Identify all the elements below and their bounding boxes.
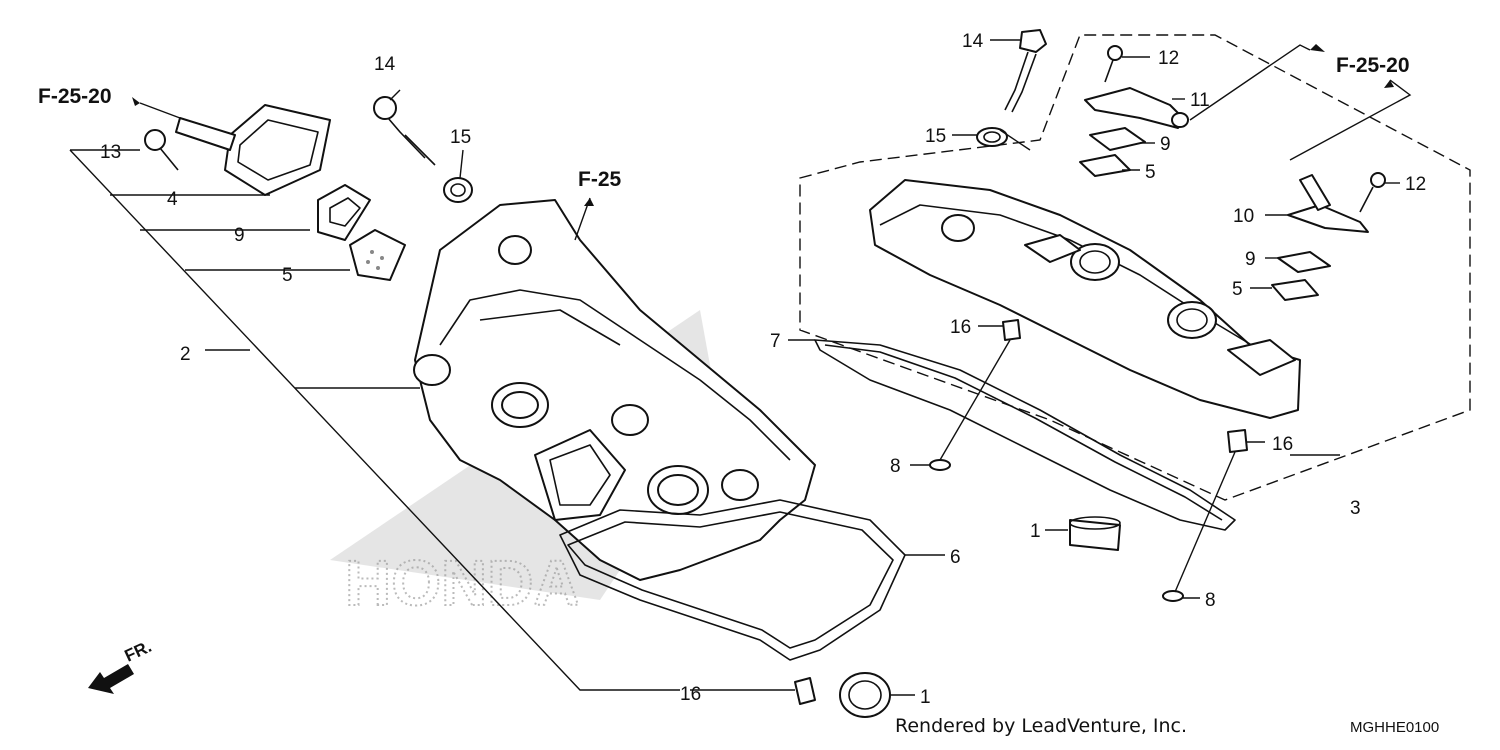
seal-9-right-top [1089,127,1146,151]
callout-2: 2 [180,344,191,365]
bolt-12-right [1359,172,1386,213]
callout-11: 11 [1190,90,1210,111]
washer-15-right [976,127,1008,147]
seal-8-left [929,459,951,471]
front-arrow: FR. [88,637,155,694]
left-gasket [559,499,906,661]
callout-9-left: 9 [234,225,245,246]
front-marker: FR. [122,637,155,666]
callout-7: 7 [770,331,781,352]
right-leader-lines [788,39,1412,599]
plate-left-5 [349,229,406,281]
callout-9-right-top: 9 [1160,134,1171,155]
seal-9-right [1277,251,1331,273]
callout-5-right-top: 5 [1145,162,1156,183]
bolt-13 [144,129,179,171]
callout-15-left: 15 [450,127,471,148]
seal-1-right [1069,516,1121,551]
callout-16-mid: 16 [950,317,971,338]
callout-16-bottom: 16 [680,684,701,705]
dowel-16-right [1227,429,1248,453]
ref-f25-left: F-25 [578,168,622,191]
callout-8-bottom: 8 [1205,590,1216,611]
breather-cover-left [175,104,331,196]
dowel-16-bottom [794,677,816,705]
callout-12-top: 12 [1158,48,1179,69]
callout-4: 4 [167,189,178,210]
watermark: HONDA [345,547,580,619]
callout-5-right: 5 [1232,279,1243,300]
callout-14-left: 14 [374,54,396,75]
right-cylinder-head-cover [869,179,1301,419]
callout-6: 6 [950,547,961,568]
callout-14-right: 14 [962,31,984,52]
callout-9-right: 9 [1245,249,1256,270]
callout-8-left: 8 [890,456,901,477]
seal-8-bottom [1162,590,1184,602]
callout-16-right: 16 [1272,434,1293,455]
breather-cover-10 [1287,174,1369,233]
breather-cover-11 [1084,87,1189,129]
seal-left-9 [317,184,371,241]
callout-10: 10 [1233,206,1254,227]
bolt-14-left [373,96,436,166]
washer-15-left [443,177,473,203]
callout-5-left: 5 [282,265,293,286]
bolt-14-right [1004,29,1047,113]
ref-f2520-left: F-25-20 [38,85,112,108]
credit-text: Rendered by LeadVenture, Inc. [895,715,1187,737]
callout-3: 3 [1350,498,1361,519]
reference-arrows [132,44,1394,206]
callout-12-right: 12 [1405,174,1426,195]
left-cylinder-head-cover [413,199,816,581]
left-bracket-lines [69,149,680,691]
callout-15-right: 15 [925,126,946,147]
callout-1-bottom: 1 [920,687,931,708]
diagram-code: MGHHE0100 [1350,719,1439,736]
right-bracket-lines [799,34,1471,501]
plate-5-right [1271,279,1319,301]
seal-1-bottom [839,672,891,718]
bolt-12-top [1104,45,1123,83]
callout-1-right: 1 [1030,521,1041,542]
ref-f2520-right: F-25-20 [1336,54,1410,77]
right-gasket [814,339,1236,531]
dowel-16-mid [1002,319,1021,341]
callout-13: 13 [100,142,121,163]
plate-5-right-top [1079,154,1131,177]
